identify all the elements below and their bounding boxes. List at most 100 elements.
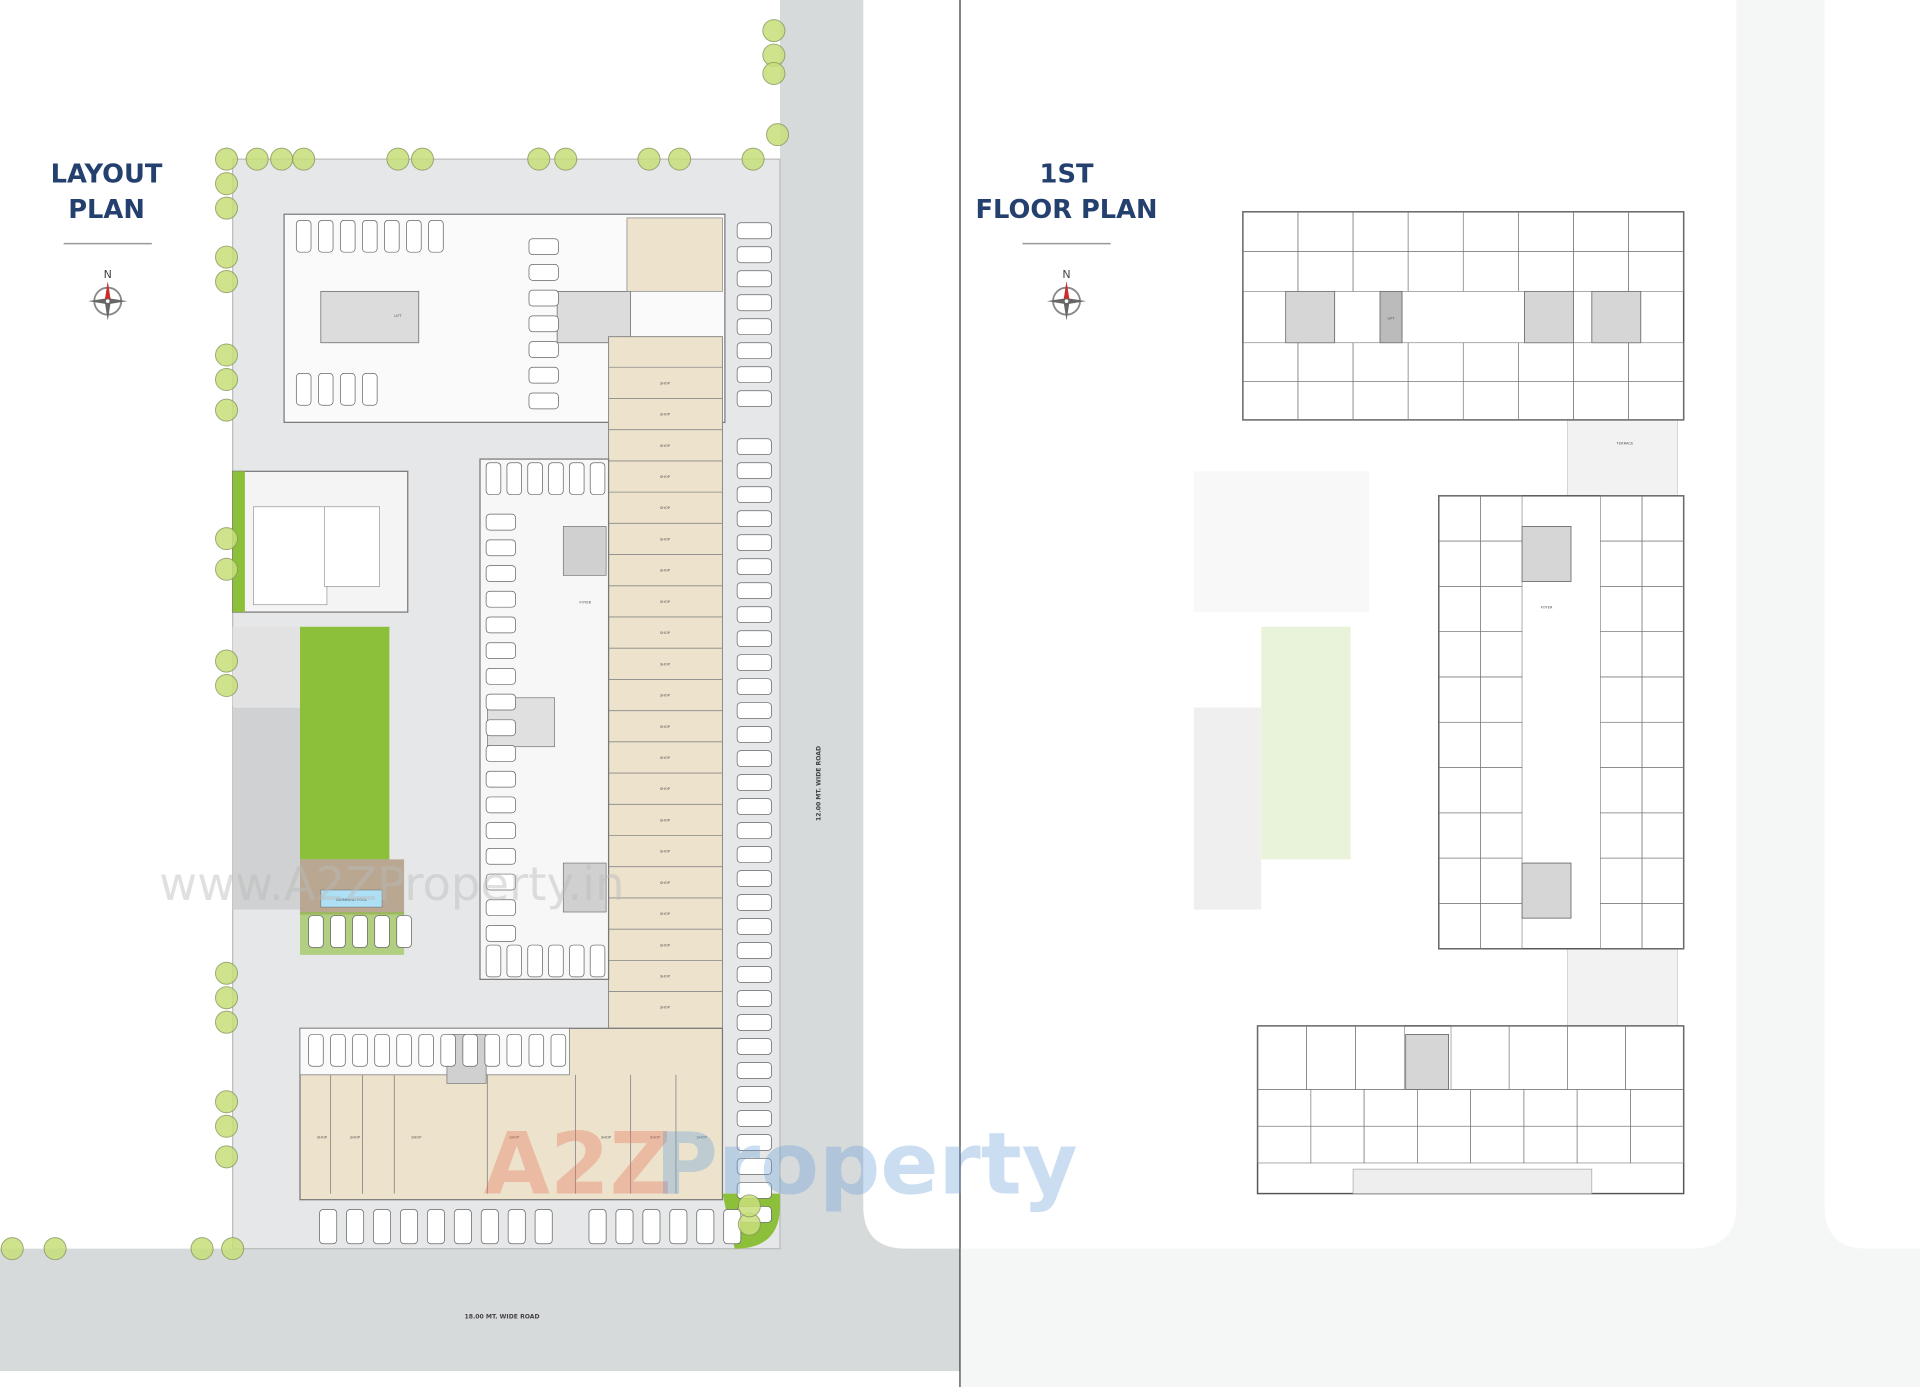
shop-label: SHOP — [697, 1135, 708, 1139]
apartment-room — [1628, 381, 1684, 421]
parking-car — [340, 373, 356, 406]
parking-car — [736, 654, 772, 671]
parking-car — [485, 847, 516, 865]
shop-label: SHOP — [660, 756, 671, 760]
parking-car — [428, 219, 444, 253]
tree — [762, 19, 786, 43]
parking-car — [669, 1209, 688, 1245]
shop-label: SHOP — [660, 600, 671, 604]
parking-car — [485, 668, 516, 685]
first-floor-title-line2: FLOOR PLAN — [975, 195, 1157, 225]
tree — [215, 196, 239, 220]
parking-car — [736, 1062, 772, 1079]
parking-car — [736, 846, 772, 863]
tree — [215, 1145, 239, 1169]
shop-label: SHOP — [660, 381, 671, 385]
watermark-brand-b: Property — [655, 1115, 1078, 1215]
tree — [762, 61, 786, 85]
parking-car — [736, 342, 772, 360]
terrace-label: TERRACE — [1616, 441, 1634, 445]
parking-car — [736, 366, 772, 384]
parking-car — [485, 745, 516, 762]
parking-car — [480, 1209, 499, 1245]
parking-car — [528, 392, 559, 410]
tree — [215, 961, 239, 985]
parking-car — [406, 219, 422, 253]
tree — [215, 367, 239, 392]
first-floor-title-line1: 1ST — [1040, 159, 1094, 189]
road-label-bottom: 18.00 MT. WIDE ROAD — [464, 1313, 539, 1320]
parking-car — [400, 1209, 418, 1245]
tree — [637, 147, 661, 171]
tree — [270, 147, 294, 171]
shop-label: SHOP — [660, 1006, 671, 1010]
shop-label: SHOP — [660, 850, 671, 854]
tree — [215, 649, 239, 673]
parking-car — [506, 944, 522, 978]
tree — [215, 1114, 239, 1138]
lift-label: LIFT — [394, 314, 402, 318]
parking-car — [736, 1038, 772, 1055]
layout-title-line1: LAYOUT — [51, 159, 163, 189]
apartment-room — [1625, 1025, 1684, 1090]
shop-label: SHOP — [660, 631, 671, 635]
parking-car — [548, 462, 564, 495]
lift-label: LIFT — [1387, 317, 1395, 321]
parking-car — [642, 1209, 661, 1245]
parking-car — [736, 438, 772, 456]
parking-car — [528, 264, 559, 281]
parking-car — [295, 219, 312, 253]
shop-label: SHOP — [650, 1135, 661, 1139]
road-label-right: 12.00 MT. WIDE ROAD — [815, 746, 822, 821]
parking-car — [588, 1209, 607, 1245]
parking-car — [484, 1034, 500, 1067]
parking-car — [528, 289, 559, 307]
tree — [43, 1237, 67, 1261]
shop-label: SHOP — [660, 881, 671, 885]
parking-car — [736, 942, 772, 959]
tree — [410, 147, 434, 171]
parking-car — [736, 630, 772, 647]
parking-car — [736, 270, 772, 288]
parking-car — [374, 915, 390, 948]
parking-car — [485, 770, 516, 788]
apartment-room — [1355, 1025, 1405, 1090]
apartment-room — [1641, 903, 1684, 950]
parking-car — [485, 462, 502, 495]
parking-car — [736, 246, 772, 264]
shop-label: SHOP — [660, 444, 671, 448]
shop-label: SHOP — [350, 1135, 361, 1139]
parking-car — [736, 750, 772, 767]
parking-car — [736, 822, 772, 839]
tree — [215, 343, 239, 367]
parking-car — [736, 534, 772, 552]
apartment-room — [1480, 903, 1523, 950]
foyer-label: FOYER — [579, 601, 591, 605]
parking-car — [352, 915, 368, 948]
parking-car — [589, 944, 606, 978]
parking-car — [352, 1034, 368, 1067]
apartment-room — [1630, 1125, 1684, 1164]
parking-car — [485, 925, 516, 942]
shop-label: SHOP — [660, 912, 671, 916]
parking-car — [485, 513, 516, 531]
tree — [215, 527, 239, 551]
parking-car — [736, 318, 772, 336]
watermark-brand-a: A2Z — [484, 1115, 672, 1215]
parking-car — [485, 822, 516, 839]
tree — [190, 1237, 214, 1261]
tree — [668, 147, 692, 171]
apartment-room — [1628, 251, 1684, 292]
parking-car — [485, 616, 516, 634]
parking-car — [485, 642, 516, 659]
shop-label: SHOP — [660, 818, 671, 822]
shop-label: SHOP — [509, 1135, 520, 1139]
tree — [766, 123, 790, 147]
parking-car — [736, 222, 772, 240]
tree — [0, 1237, 24, 1261]
compass-icon — [1046, 281, 1087, 321]
tree — [215, 1090, 239, 1114]
parking-car — [569, 462, 585, 495]
tree — [215, 398, 239, 422]
swimming-pool — [320, 889, 383, 908]
